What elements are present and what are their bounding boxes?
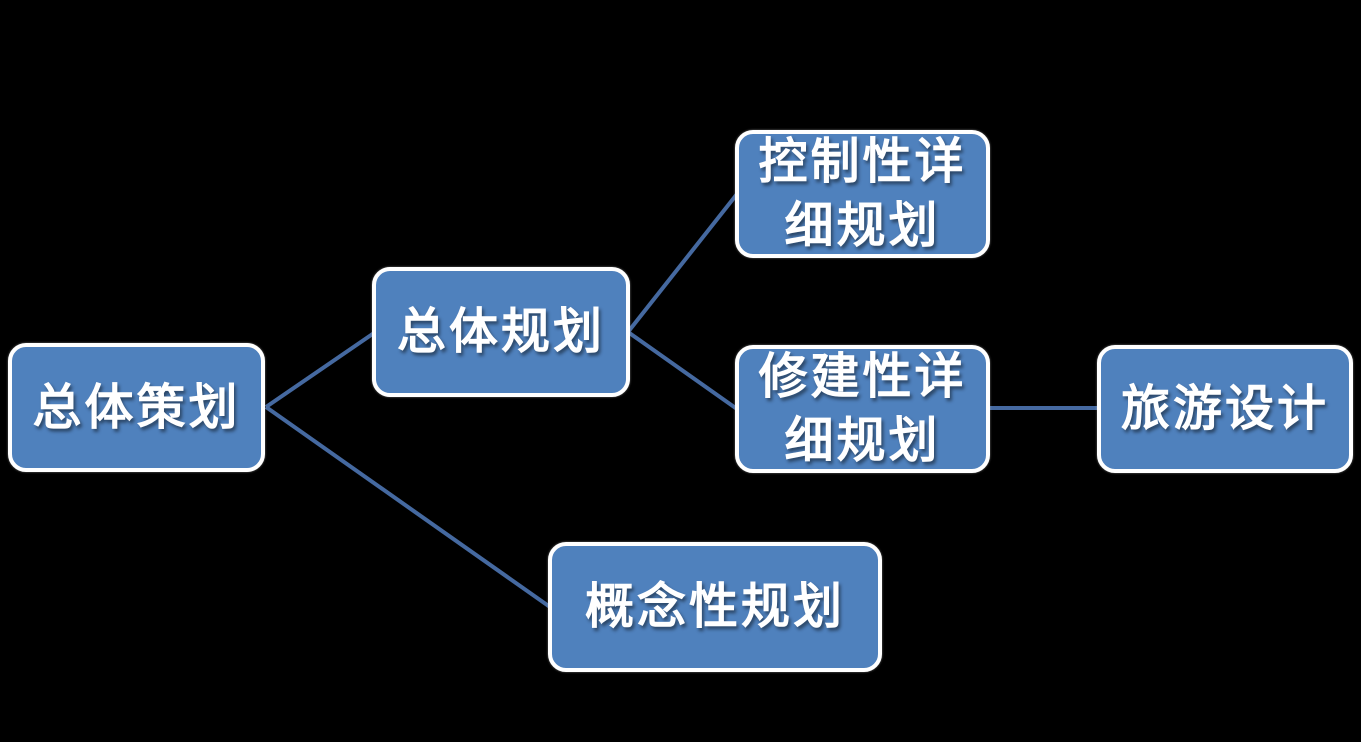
connector-master-plan-to-constructive-detailed-plan [626, 330, 739, 411]
connector-overall-planning-to-master-plan [264, 331, 376, 409]
node-overall-planning-label: 总体策划 [32, 377, 241, 436]
node-constructive-detailed-plan[interactable]: 修建性详 细规划 [735, 345, 990, 473]
node-tourism-design-label: 旅游设计 [1120, 379, 1329, 438]
node-conceptual-plan-label: 概念性规划 [584, 577, 845, 636]
node-tourism-design[interactable]: 旅游设计 [1097, 345, 1353, 473]
node-regulatory-detailed-plan[interactable]: 控制性详 细规划 [735, 130, 990, 258]
connector-overall-planning-to-conceptual-plan [264, 405, 552, 609]
node-constructive-detailed-plan-label: 修建性详 细规划 [758, 347, 967, 469]
connector-master-plan-to-regulatory-detailed-plan [626, 192, 739, 334]
node-master-plan-label: 总体规划 [396, 302, 605, 361]
node-conceptual-plan[interactable]: 概念性规划 [548, 542, 882, 672]
node-regulatory-detailed-plan-label: 控制性详 细规划 [758, 132, 967, 254]
node-overall-planning[interactable]: 总体策划 [8, 343, 265, 472]
node-master-plan[interactable]: 总体规划 [372, 267, 630, 397]
